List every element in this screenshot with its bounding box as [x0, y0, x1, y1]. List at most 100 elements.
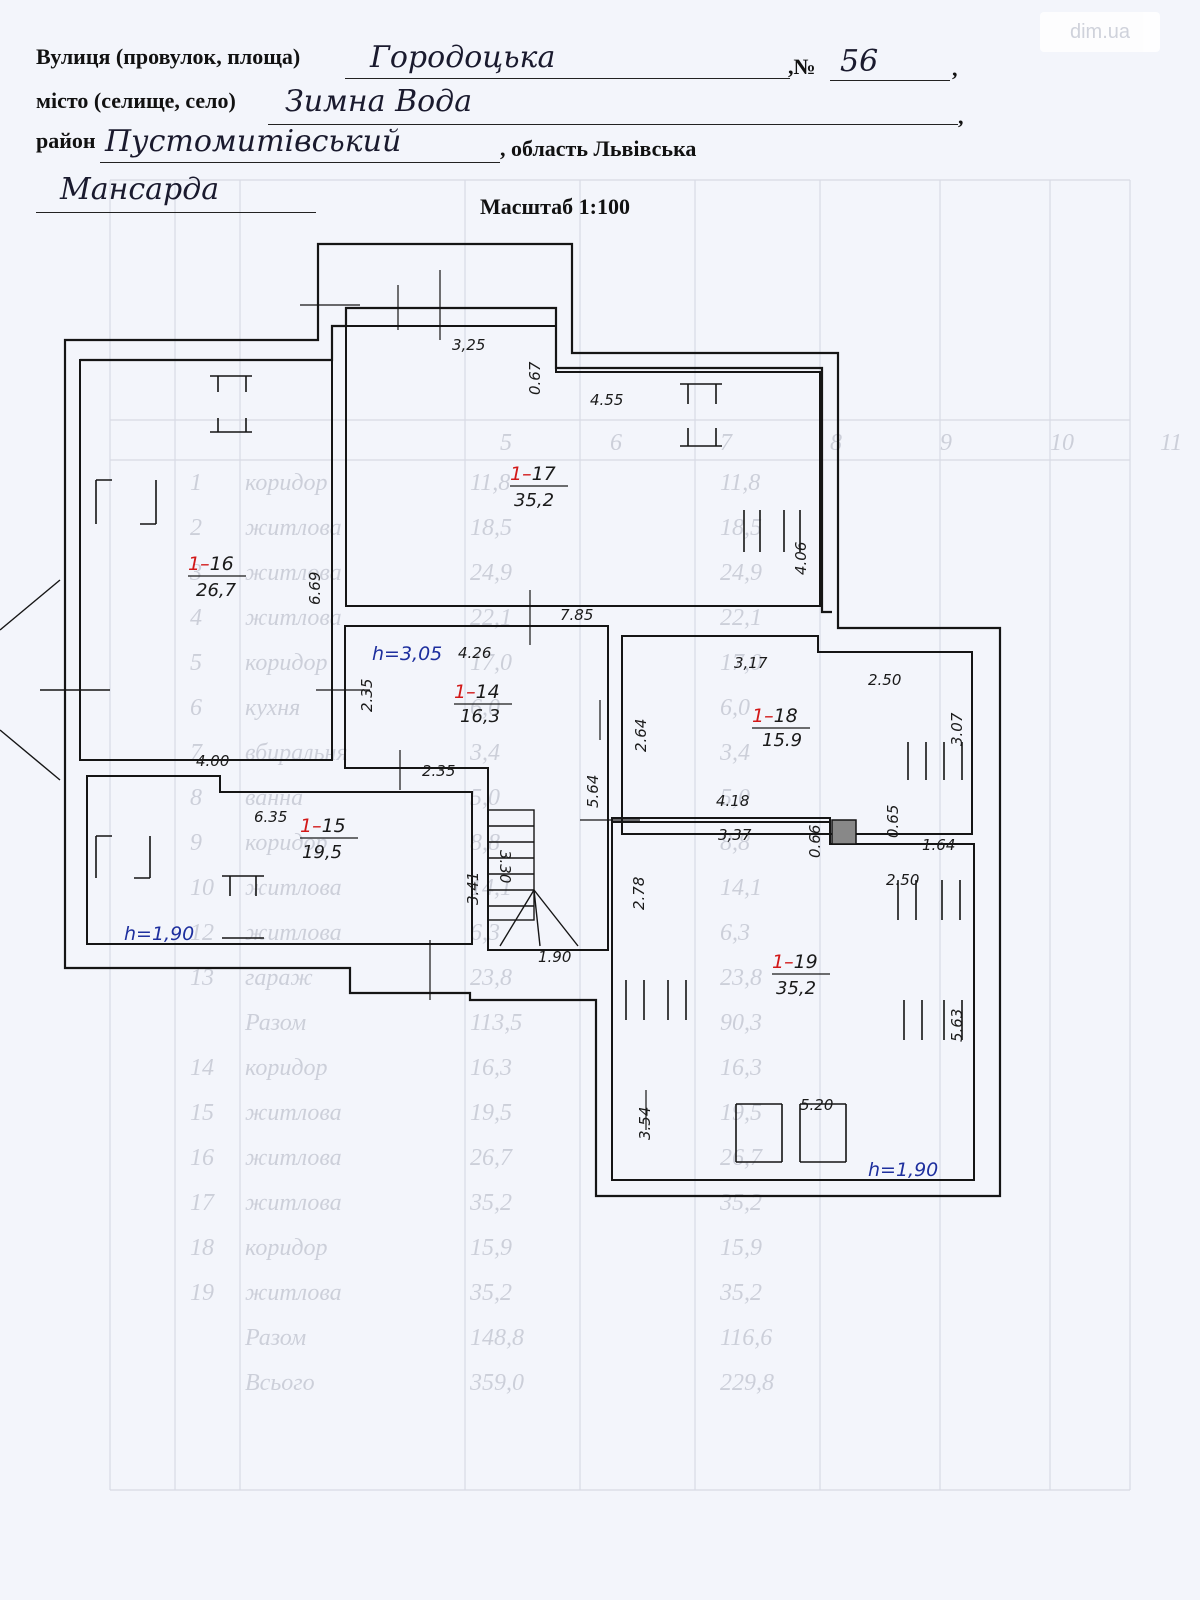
- ghost-cell: 6,0: [470, 695, 500, 721]
- room-17-outline: [345, 325, 821, 607]
- ghost-cell: житлова: [245, 560, 342, 586]
- dim-6-35: 6.35: [254, 808, 287, 826]
- ghost-cell: Всього: [245, 1370, 315, 1396]
- ghost-cell: 3: [189, 560, 202, 586]
- ghost-cell: 11,8: [470, 470, 510, 496]
- room-18-label: 1–18 15.9: [752, 705, 810, 751]
- ghost-cell: Разом: [244, 1010, 306, 1036]
- ghost-cell: 24,9: [470, 560, 512, 586]
- ghost-cell: 17: [190, 1190, 215, 1216]
- room-19-area: 35,2: [776, 978, 816, 999]
- ghost-cell: 15,9: [470, 1235, 512, 1261]
- ghost-col-num: 10: [1050, 430, 1074, 456]
- ghost-cell: 8,8: [470, 830, 500, 856]
- dim-2-64: 2.64: [632, 719, 650, 752]
- region-text: , область Львівська: [500, 136, 697, 161]
- dim-7-85: 7.85: [560, 606, 593, 624]
- ghost-cell: 3,4: [719, 740, 750, 766]
- floor-value: Мансарда: [60, 172, 220, 207]
- dim-4-18: 4.18: [716, 792, 749, 810]
- ghost-cell: 35,2: [719, 1190, 762, 1216]
- city-value: Зимна Вода: [285, 84, 473, 119]
- number-label: ,№: [788, 54, 816, 79]
- ghost-cell: 14,1: [470, 875, 512, 901]
- ghost-cell: житлова: [245, 1100, 342, 1126]
- ghost-cell: Разом: [244, 1325, 306, 1351]
- svg-text:1–15: 1–15: [300, 815, 346, 837]
- ghost-cell: 15: [190, 1100, 214, 1126]
- dim-0-66: 0.66: [806, 825, 824, 858]
- ghost-cell: коридор: [245, 470, 327, 496]
- svg-text:1–17: 1–17: [510, 463, 556, 485]
- ghost-cell: гараж: [245, 965, 313, 991]
- dim-2-50-bottom: 2.50: [886, 871, 919, 889]
- dim-4-26: 4.26: [458, 644, 491, 662]
- ghost-cell: коридор: [245, 830, 327, 856]
- street-label: Вулиця (провулок, площа): [36, 44, 301, 69]
- ghost-cell: житлова: [245, 1145, 342, 1171]
- ghost-cell: житлова: [245, 605, 342, 631]
- dim-5-20: 5.20: [800, 1096, 833, 1114]
- dim-5-63: 5.63: [948, 1009, 966, 1042]
- room-19-label: 1–19 35,2: [772, 951, 830, 999]
- room-18-area: 15.9: [762, 730, 802, 751]
- room-19-outline: [611, 817, 975, 1181]
- svg-text:1–18: 1–18: [752, 705, 798, 727]
- dim-3-41: 3.41: [464, 872, 482, 905]
- ghost-cell: 26,7: [720, 1145, 763, 1171]
- height-room-19: h=1,90: [868, 1159, 938, 1181]
- dim-2-35-horizontal: 2.35: [422, 762, 455, 780]
- ghost-cell: 5: [190, 650, 202, 676]
- ghost-col-num: 11: [1160, 430, 1182, 456]
- ghost-cell: житлова: [245, 515, 342, 541]
- room-18-outline: [621, 635, 973, 835]
- ghost-cell: 13: [190, 965, 214, 991]
- dim-6-69: 6.69: [306, 572, 324, 605]
- ghost-cell: 9: [190, 830, 202, 856]
- svg-text:1–14: 1–14: [454, 681, 500, 703]
- dim-2-35-vertical: 2.35: [358, 679, 376, 712]
- ghost-cell: 18,5: [720, 515, 762, 541]
- ghost-cell: житлова: [245, 1190, 342, 1216]
- ghost-cell: 11,8: [720, 470, 760, 496]
- dim-4-00: 4.00: [196, 752, 229, 770]
- ghost-cell: 6,3: [720, 920, 750, 946]
- dim-3-54: 3.54: [636, 1107, 654, 1140]
- ghost-col-num: 5: [500, 430, 512, 456]
- ghost-cell: 113,5: [470, 1010, 522, 1036]
- dim-1-64: 1.64: [922, 836, 955, 854]
- ghost-cell: 14: [190, 1055, 214, 1081]
- ghost-cell: 8: [190, 785, 202, 811]
- ghost-cell: 16,3: [470, 1055, 512, 1081]
- city-label: місто (селище, село): [36, 88, 236, 113]
- street-value: Городоцька: [370, 40, 556, 75]
- ghost-cell: 148,8: [470, 1325, 524, 1351]
- dim-1-90: 1.90: [538, 948, 571, 966]
- ghost-cell: 1: [190, 470, 202, 496]
- dim-2-78: 2.78: [630, 877, 648, 910]
- ghost-cell: 23,8: [470, 965, 512, 991]
- ghost-cell: 90,3: [720, 1010, 762, 1036]
- ghost-cell: 35,2: [719, 1280, 762, 1306]
- room-17-area: 35,2: [514, 490, 554, 511]
- room-15-label: 1–15 19,5: [300, 815, 358, 863]
- ghost-col-num: 6: [610, 430, 622, 456]
- height-room-14: h=3,05: [372, 643, 442, 665]
- dim-2-50-top: 2.50: [868, 671, 901, 689]
- ghost-cell: 10: [190, 875, 214, 901]
- dim-3-37: 3,37: [718, 826, 752, 844]
- ghost-cell: 14,1: [720, 875, 762, 901]
- outer-walls: [63, 242, 1002, 1198]
- ghost-cell: коридор: [245, 650, 327, 676]
- room-14-outline: [344, 625, 609, 951]
- ghost-cell: житлова: [245, 875, 342, 901]
- ghost-cell: 17,0: [720, 650, 762, 676]
- window-symbols: [95, 375, 963, 1163]
- district-value: Пустомитівський: [105, 124, 402, 159]
- ghost-col-num: 7: [720, 430, 733, 456]
- ghost-cell: 19: [190, 1280, 214, 1306]
- room-16-area: 26,7: [196, 580, 237, 601]
